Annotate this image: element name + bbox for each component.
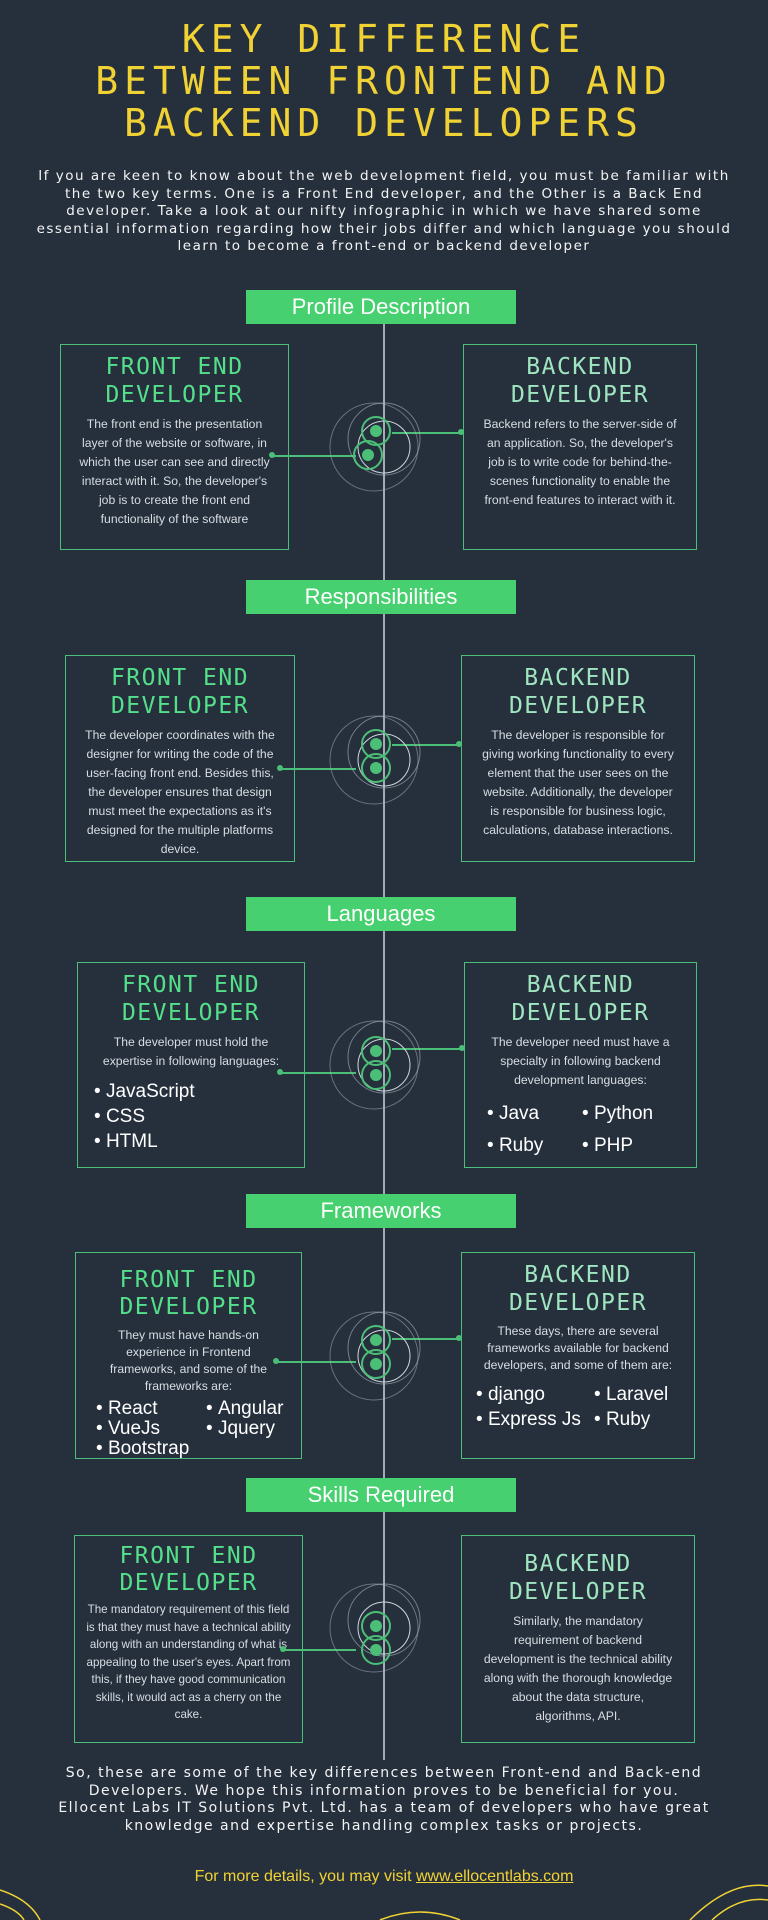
- section-heading-languages: Languages: [246, 897, 516, 931]
- languages-right-dot: [459, 1045, 465, 1051]
- section-heading-frameworks: Frameworks: [246, 1194, 516, 1228]
- decorative-arcs: [0, 1884, 768, 1920]
- frameworks-frontend-item-2: • Angular: [206, 1398, 284, 1419]
- languages-frontend-title-2: DEVELOPER: [121, 1000, 261, 1026]
- skills-backend-text: Similarly, the mandatory requirement of …: [483, 1614, 673, 1723]
- skills-frontend-title-2: DEVELOPER: [119, 1570, 258, 1596]
- title-line-2: BETWEEN FRONTEND AND: [95, 59, 673, 103]
- frameworks-frontend-item-5: • Bootstrap: [96, 1438, 190, 1459]
- frameworks-backend-item-2: • Laravel: [594, 1384, 669, 1405]
- languages-backend-item-2: • Python: [582, 1103, 654, 1124]
- title-line-1: KEY DIFFERENCE: [181, 17, 587, 61]
- languages-frontend-item-3: • HTML: [94, 1131, 158, 1152]
- frameworks-backend-text: These days, there are several frameworks…: [483, 1324, 673, 1372]
- frameworks-backend-item-3: • Express Js: [476, 1409, 581, 1430]
- concentric-circles-icon: [329, 1020, 421, 1110]
- languages-backend-text: The developer need must have a specialty…: [491, 1035, 670, 1087]
- skills-backend-title-2: DEVELOPER: [508, 1579, 648, 1605]
- frameworks-frontend-item-4: • Jquery: [206, 1418, 275, 1439]
- languages-backend-item-4: • PHP: [582, 1135, 634, 1156]
- frameworks-frontend-text: They must have hands-on experience in Fr…: [109, 1328, 268, 1393]
- frameworks-left-dot: [273, 1358, 279, 1364]
- languages-backend-title-2: DEVELOPER: [511, 1000, 650, 1026]
- closing-paragraph: So, these are some of the key difference…: [40, 1765, 728, 1835]
- languages-frontend-item-2: • CSS: [94, 1106, 146, 1127]
- frameworks-backend-item-1: • django: [476, 1384, 545, 1405]
- languages-left-connector: [280, 1072, 356, 1074]
- languages-frontend-item-1: • JavaScript: [94, 1081, 195, 1102]
- languages-right-connector: [392, 1048, 465, 1050]
- frameworks-right-connector: [392, 1338, 462, 1340]
- skills-frontend-title-1: FRONT END: [119, 1543, 258, 1569]
- responsibilities-frontend-title-2: DEVELOPER: [110, 693, 250, 719]
- concentric-circles-icon: [329, 715, 421, 805]
- center-timeline-line: [383, 290, 385, 1760]
- closing-line-2: Ellocent Labs IT Solutions Pvt. Ltd. has…: [58, 1800, 710, 1834]
- frameworks-frontend-title-2: DEVELOPER: [119, 1294, 258, 1320]
- profile-frontend-title-1: FRONT END: [105, 354, 244, 380]
- profile-frontend-title-2: DEVELOPER: [105, 382, 244, 408]
- frameworks-backend-title-1: BACKEND: [524, 1262, 632, 1288]
- skills-backend-title-1: BACKEND: [524, 1551, 632, 1577]
- section-heading-profile: Profile Description: [246, 290, 516, 324]
- responsibilities-backend-title-2: DEVELOPER: [508, 693, 648, 719]
- responsibilities-right-connector: [392, 744, 462, 746]
- section-heading-responsibilities: Responsibilities: [246, 580, 516, 614]
- responsibilities-left-dot: [277, 765, 283, 771]
- concentric-circles-icon: [329, 1311, 421, 1401]
- frameworks-frontend-item-3: • VueJs: [96, 1418, 161, 1439]
- responsibilities-left-connector: [280, 768, 356, 770]
- concentric-circles-icon: [329, 1583, 421, 1673]
- languages-backend-title-1: BACKEND: [526, 972, 635, 998]
- frameworks-backend-item-4: • Ruby: [594, 1409, 651, 1430]
- profile-right-dot: [458, 429, 464, 435]
- responsibilities-backend-title-1: BACKEND: [524, 665, 632, 691]
- profile-backend-title-1: BACKEND: [526, 354, 634, 380]
- profile-backend-title-2: DEVELOPER: [510, 382, 650, 408]
- frameworks-right-dot: [456, 1335, 462, 1341]
- languages-frontend-title-1: FRONT END: [121, 972, 261, 998]
- website-link[interactable]: www.ellocentlabs.com: [416, 1868, 574, 1885]
- languages-left-dot: [277, 1069, 283, 1075]
- skills-left-connector: [283, 1649, 356, 1651]
- intro-paragraph: If you are keen to know about the web de…: [36, 168, 732, 254]
- frameworks-frontend-title-1: FRONT END: [119, 1267, 258, 1293]
- frameworks-left-connector: [276, 1361, 356, 1363]
- responsibilities-backend-text: The developer is responsible for giving …: [482, 728, 674, 837]
- responsibilities-frontend-title-1: FRONT END: [110, 665, 250, 691]
- frameworks-backend-title-2: DEVELOPER: [508, 1290, 648, 1316]
- profile-left-connector: [272, 455, 356, 457]
- closing-line-1: So, these are some of the key difference…: [65, 1765, 703, 1799]
- languages-frontend-text: The developer must hold the expertise in…: [102, 1035, 280, 1068]
- more-details-prefix: For more details, you may visit: [194, 1868, 416, 1885]
- skills-frontend-text: The mandatory requirement of this field …: [86, 1603, 291, 1721]
- profile-right-connector: [392, 432, 464, 434]
- concentric-circles-icon: [329, 402, 421, 492]
- title-line-3: BACKEND DEVELOPERS: [124, 101, 644, 145]
- more-details-line: For more details, you may visit www.ello…: [0, 1868, 768, 1886]
- frameworks-frontend-item-1: • React: [96, 1398, 158, 1419]
- profile-left-dot: [269, 452, 275, 458]
- profile-backend-text: Backend refers to the server-side of an …: [483, 417, 677, 507]
- section-heading-skills: Skills Required: [246, 1478, 516, 1512]
- responsibilities-frontend-text: The developer coordinates with the desig…: [85, 728, 275, 856]
- profile-frontend-text: The front end is the presentation layer …: [79, 417, 270, 526]
- languages-backend-item-3: • Ruby: [487, 1135, 544, 1156]
- skills-left-dot: [280, 1646, 286, 1652]
- infographic-title: KEY DIFFERENCE BETWEEN FRONTEND AND BACK…: [0, 18, 768, 144]
- responsibilities-right-dot: [456, 741, 462, 747]
- languages-backend-item-1: • Java: [487, 1103, 540, 1124]
